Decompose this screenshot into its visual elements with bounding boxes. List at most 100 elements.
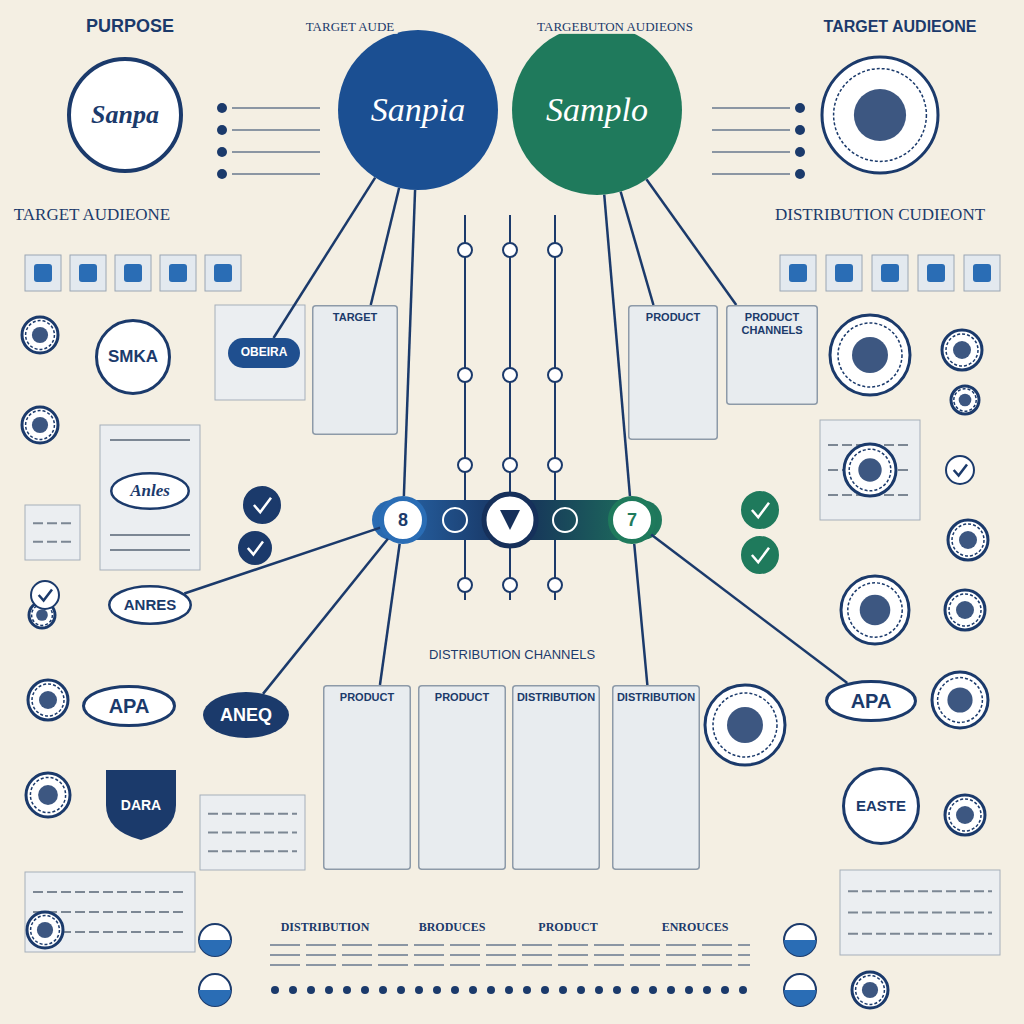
seal-core: [959, 394, 972, 407]
connector-line: [634, 544, 647, 685]
badge-oval-shape: [109, 586, 191, 624]
hub-circle: 7: [608, 496, 656, 544]
list-bullet: [217, 125, 227, 135]
row-dot: [649, 986, 657, 994]
icon-glyph: [34, 264, 52, 282]
text-group: OBEIRA: [241, 346, 288, 360]
seal-ring: [841, 576, 909, 644]
seal-core: [32, 327, 48, 343]
list-line: [712, 151, 790, 153]
text-group: DISTRIBUTION: [517, 685, 595, 704]
brand-seal: Sanpa: [67, 57, 183, 173]
guide-dot: [548, 368, 562, 382]
half-disc: [784, 974, 816, 1006]
row-dot: [271, 986, 279, 994]
channel-column: PRODUCT: [418, 685, 506, 870]
row-dot: [667, 986, 675, 994]
table-panel: [820, 420, 920, 520]
text-group: PRODUCT: [423, 685, 501, 704]
guide-dot: [503, 243, 517, 257]
badge-circle-shape: [844, 769, 919, 844]
icon-glyph: [973, 264, 991, 282]
seal-core: [32, 417, 48, 433]
list-line: [232, 151, 320, 153]
category-box: PRODUCT: [628, 305, 718, 440]
icon-tile: [25, 255, 61, 291]
row-dot: [307, 986, 315, 994]
badge-pill-shape: [228, 338, 300, 368]
badge-oval: ANEQ: [203, 692, 289, 738]
row-dot: [685, 986, 693, 994]
list-bullet: [217, 103, 227, 113]
table-rule: [208, 813, 297, 815]
icon-tile: [964, 255, 1000, 291]
text-group: TARGET: [317, 305, 393, 324]
seal-ring: [945, 590, 985, 630]
seal-ring: [848, 583, 902, 637]
text-group: SMKA: [108, 347, 158, 367]
node-label: SMKA: [108, 347, 158, 367]
check-icon: [946, 456, 974, 484]
check-circle: [742, 492, 778, 528]
table-rule: [33, 911, 187, 913]
icon-tile: [160, 255, 196, 291]
text-group: 7: [627, 510, 637, 531]
guide-dot: [458, 243, 472, 257]
list-line: [712, 107, 790, 109]
seal-core: [947, 687, 972, 712]
channel-column-outline: [512, 685, 600, 870]
list-line: [712, 129, 790, 131]
text-group: ANEQ: [220, 705, 272, 726]
seal-ring: [849, 449, 891, 491]
seal-ring: [28, 680, 68, 720]
badge-oval: Anles: [110, 472, 190, 510]
half-disc-fill: [784, 940, 816, 956]
category-box-shape: [313, 306, 398, 435]
guide-dot: [548, 578, 562, 592]
category-box-outline: [312, 305, 398, 435]
seal-core: [37, 922, 53, 938]
check-circle: [946, 456, 974, 484]
guide-dot: [548, 243, 562, 257]
channel-column: PRODUCT: [323, 685, 411, 870]
list-line: [232, 129, 320, 131]
category-box-outline: [628, 305, 718, 440]
heading-label: DISTRIBUTION CUDIEONT: [772, 206, 988, 225]
row-dot: [325, 986, 333, 994]
check-mark: [39, 589, 52, 600]
seal-ring: [954, 389, 976, 411]
row-dot: [469, 986, 477, 994]
seal-ring: [830, 315, 910, 395]
seal-icon: [942, 330, 982, 370]
row-dot: [523, 986, 531, 994]
seal-ring: [952, 524, 984, 556]
heading-label: BRODUCES: [416, 921, 489, 934]
seal-ring: [856, 976, 885, 1005]
seal-ring: [22, 407, 58, 443]
half-disc-fill: [199, 990, 231, 1006]
row-dot: [595, 986, 603, 994]
category-box: PRODUCT CHANNELS: [726, 305, 818, 405]
seal-icon: [27, 912, 63, 948]
row-dot: [703, 986, 711, 994]
check-circle: [244, 487, 280, 523]
check-icon: [31, 581, 59, 609]
channel-column: DISTRIBUTION: [612, 685, 700, 870]
heading-label: DISTRIBUTION CHANNELS: [426, 648, 598, 662]
check-circle: [742, 537, 778, 573]
row-dot: [379, 986, 387, 994]
guide-dot: [503, 368, 517, 382]
seal-ring: [945, 795, 985, 835]
row-dot: [559, 986, 567, 994]
check-mark: [752, 548, 769, 562]
table-panel: [100, 425, 200, 570]
row-dot: [397, 986, 405, 994]
seal-core: [39, 691, 57, 709]
seal-core: [956, 601, 974, 619]
seal-icon: [945, 795, 985, 835]
seal-ring: [713, 693, 777, 757]
band-dot: [443, 508, 467, 532]
text-group: 8: [398, 510, 408, 531]
row-dot: [361, 986, 369, 994]
